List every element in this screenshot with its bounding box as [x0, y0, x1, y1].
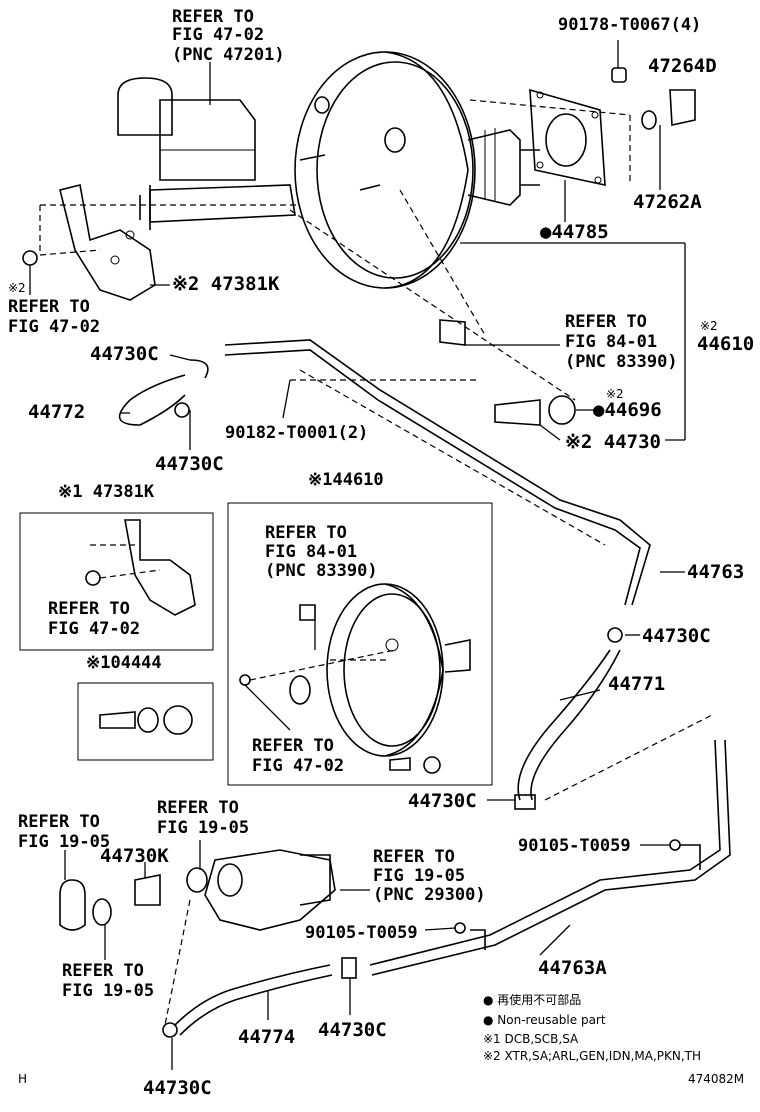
label-44730c-1: 44730C — [90, 343, 159, 365]
label-44763a: 44763A — [538, 957, 607, 979]
brake-booster — [294, 51, 540, 289]
refer-4702-left-1: REFER TO — [8, 297, 90, 317]
legend-line-2: ● Non-reusable part — [483, 1013, 606, 1027]
box2-refer-8401-3: (PNC 83390) — [265, 561, 378, 581]
leader-lines — [29, 40, 686, 1070]
label-44730c-6: 44730C — [143, 1077, 212, 1099]
box-04444 — [77, 682, 214, 761]
legend-line-1: ● 再使用不可部品 — [483, 992, 581, 1007]
label-44696: ●44696 — [593, 399, 662, 421]
label-44785: ●44785 — [540, 221, 609, 243]
bracket-47381k — [22, 184, 156, 301]
refer-1905-pnc-2: FIG 19-05 — [373, 866, 465, 886]
label-44763: 44763 — [687, 561, 744, 583]
label-47264d: 47264D — [648, 55, 717, 77]
refer-1905-a-1: REFER TO — [18, 812, 100, 832]
label-44730k: 44730K — [100, 845, 169, 867]
box-44610 — [227, 502, 493, 786]
refer-8401-1: REFER TO — [565, 312, 647, 332]
refer-1905-c-2: FIG 19-05 — [62, 981, 154, 1001]
box-47381k — [19, 512, 214, 651]
label-90182: 90182-T0001(2) — [225, 423, 368, 443]
hose-44771 — [514, 627, 623, 810]
check-valve — [289, 189, 576, 426]
label-44610: 44610 — [697, 333, 754, 355]
legend-line-3: ※1 DCB,SCB,SA — [483, 1032, 579, 1046]
refer-4702-top-3: (PNC 47201) — [172, 45, 285, 65]
label-44730c-2: 44730C — [155, 453, 224, 475]
refer-1905-b-1: REFER TO — [157, 798, 239, 818]
hose-44774 — [162, 957, 357, 1038]
label-47262a: 47262A — [633, 191, 702, 213]
refer-4702-top-1: REFER TO — [172, 7, 254, 27]
footer-code: 474082M — [688, 1072, 744, 1086]
box2-refer-4702-2: FIG 47-02 — [252, 756, 344, 776]
box2-refer-8401-2: FIG 84-01 — [265, 542, 357, 562]
label-44730c-4: 44730C — [408, 790, 477, 812]
refer-8401-3: (PNC 83390) — [565, 352, 678, 372]
mark2-a: ※2 — [8, 281, 26, 295]
label-44730c-5: 44730C — [318, 1019, 387, 1041]
box2-refer-8401-1: REFER TO — [265, 523, 347, 543]
vacuum-pump — [59, 849, 336, 1026]
mark2-b: ※2 — [700, 319, 718, 333]
box1-refer-1: REFER TO — [48, 599, 130, 619]
refer-4702-left-2: FIG 47-02 — [8, 317, 100, 337]
refer-8401-2: FIG 84-01 — [565, 332, 657, 352]
box3-title: ※104444 — [86, 653, 162, 673]
box1-title: ※1 47381K — [58, 482, 155, 502]
legend: ● 再使用不可部品 ● Non-reusable part ※1 DCB,SCB… — [483, 992, 701, 1063]
refer-1905-c-1: REFER TO — [62, 961, 144, 981]
refer-1905-pnc-1: REFER TO — [373, 847, 455, 867]
gasket-plate — [469, 67, 696, 187]
label-90105-a: 90105-T0059 — [518, 836, 631, 856]
refer-1905-a-2: FIG 19-05 — [18, 832, 110, 852]
label-44730c-3: 44730C — [642, 625, 711, 647]
label-44774: 44774 — [238, 1026, 295, 1048]
label-90105-b: 90105-T0059 — [305, 923, 418, 943]
refer-4702-top-2: FIG 47-02 — [172, 25, 264, 45]
refer-1905-pnc-3: (PNC 29300) — [373, 885, 486, 905]
vacuum-pipe-44763 — [224, 339, 651, 606]
refer-1905-b-2: FIG 19-05 — [157, 818, 249, 838]
label-90178: 90178-T0067(4) — [558, 15, 701, 35]
label-47381k: ※2 47381K — [172, 273, 280, 295]
label-44730-2: ※2 44730 — [565, 431, 661, 453]
label-44772: 44772 — [28, 401, 85, 423]
labels: REFER TO FIG 47-02 (PNC 47201) 90178-T00… — [8, 7, 754, 1099]
mark2-c: ※2 — [606, 387, 624, 401]
box2-refer-4702-1: REFER TO — [252, 736, 334, 756]
footer-left: H — [18, 1072, 27, 1086]
legend-line-4: ※2 XTR,SA;ARL,GEN,IDN,MA,PKN,TH — [483, 1049, 701, 1063]
box1-refer-2: FIG 47-02 — [48, 619, 140, 639]
hose-44772 — [118, 359, 209, 426]
box2-title: ※144610 — [308, 470, 384, 490]
label-44771: 44771 — [608, 673, 665, 695]
